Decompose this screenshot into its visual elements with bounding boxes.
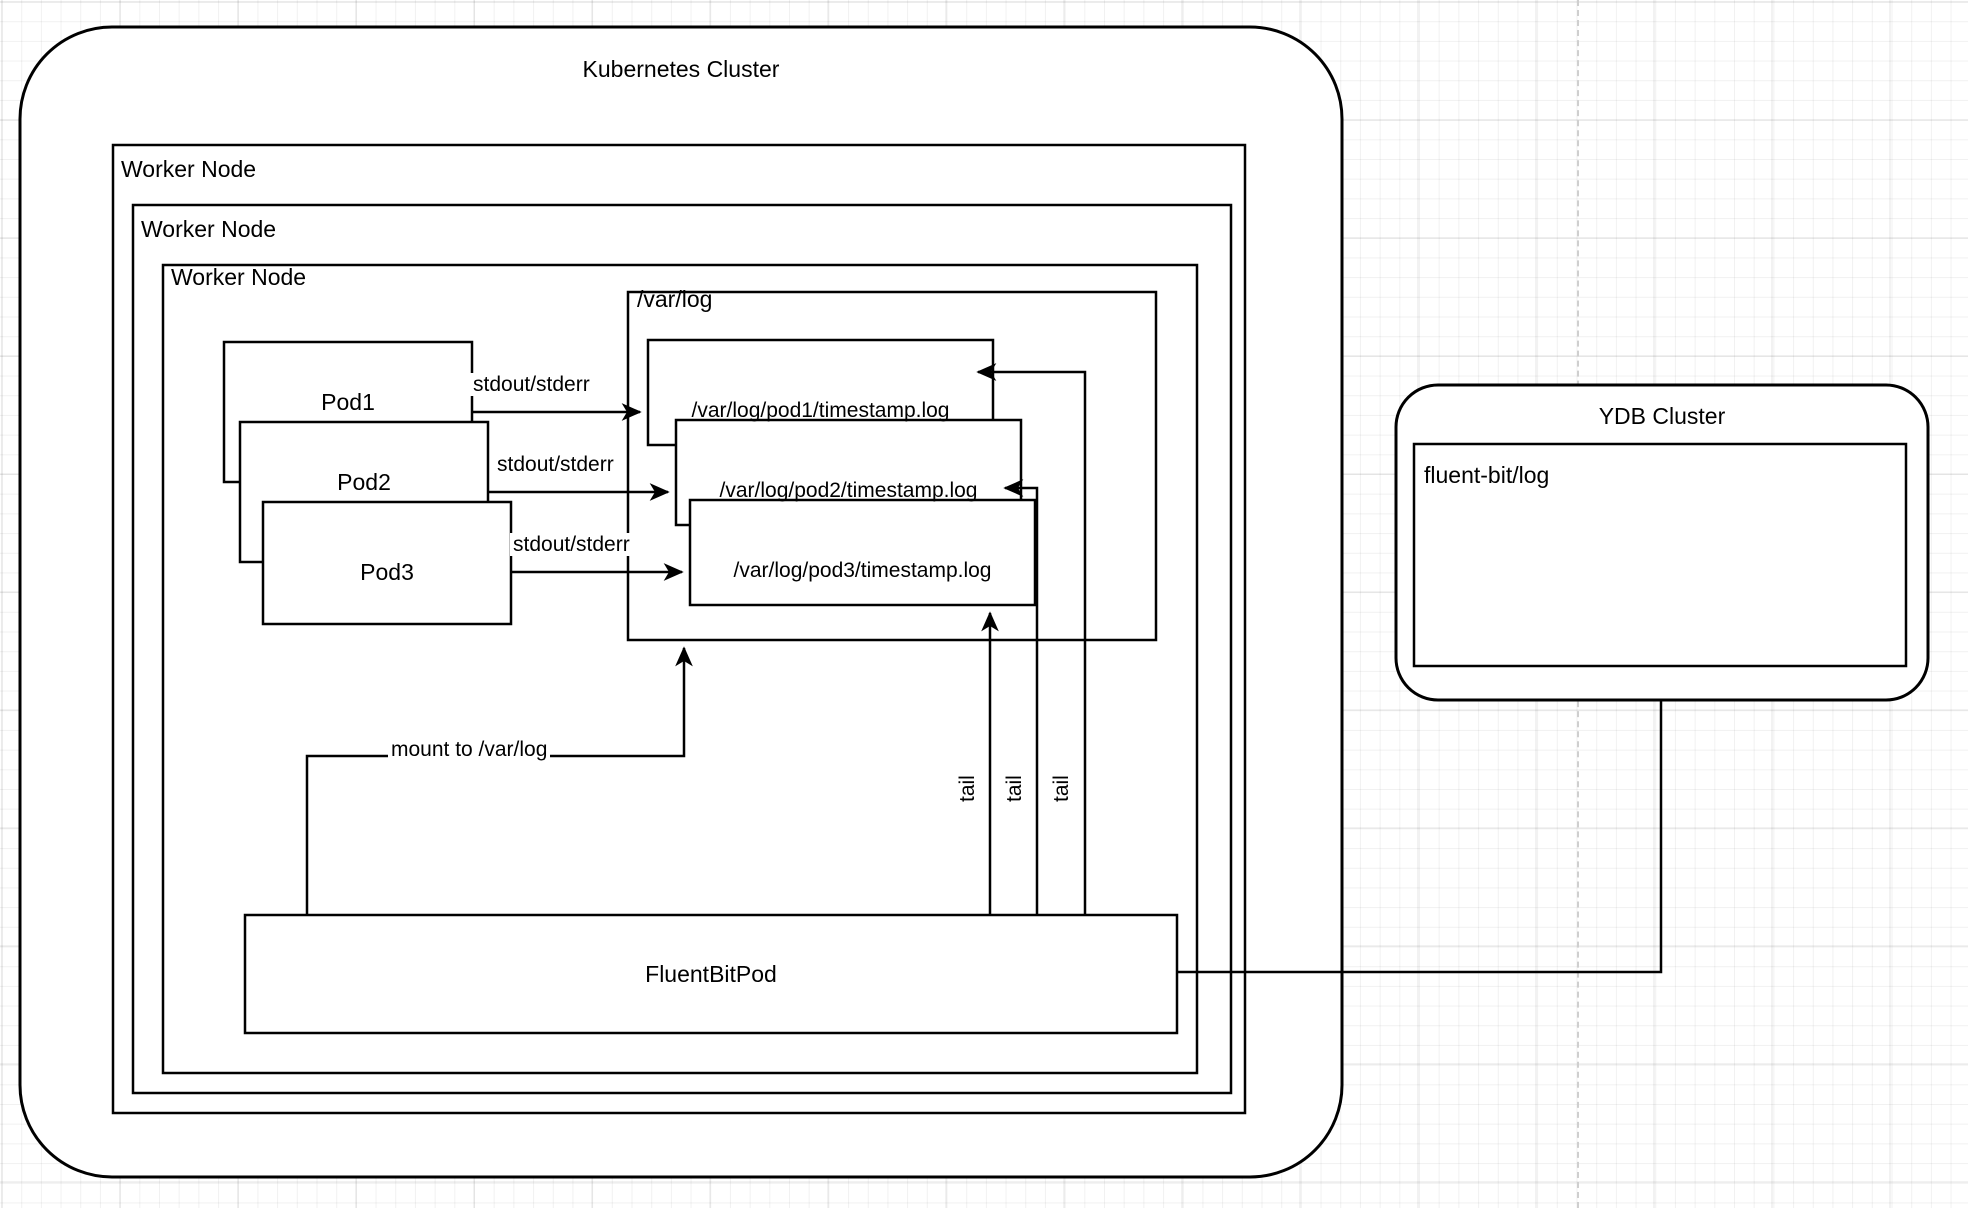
log-file-pod3-label: /var/log/pod3/timestamp.log: [733, 559, 992, 582]
pod-2-label: Pod2: [337, 469, 391, 495]
fluentbitpod-label: FluentBitPod: [645, 961, 777, 987]
pod-3-label: Pod3: [360, 559, 414, 585]
log-file-pod3-box: [688, 498, 1037, 607]
worker-node-3-label: Worker Node: [171, 264, 307, 290]
edge-tail-2: [1003, 479, 1039, 915]
ydb-fluentbit-log-label: fluent-bit/log: [1424, 462, 1550, 488]
edge-label-tail-3: tail: [1050, 772, 1073, 805]
fluentbitpod-box: [243, 913, 1179, 1035]
worker-node-1-label: Worker Node: [121, 156, 257, 182]
log-file-pod2-label: /var/log/pod2/timestamp.log: [719, 479, 978, 502]
edge-label-stdout-stderr-3: stdout/stderr: [510, 533, 633, 556]
edge-label-tail-2: tail: [1003, 772, 1026, 805]
ydb-fluentbit-log-box: [1412, 442, 1908, 668]
worker-node-2-label: Worker Node: [141, 216, 277, 242]
pod-1-label: Pod1: [321, 389, 375, 415]
edge-tail-3: [976, 363, 1087, 915]
pod-3-box: [261, 500, 513, 626]
kubernetes-cluster-title: Kubernetes Cluster: [582, 56, 780, 82]
edge-fluentbit-to-ydb: [1177, 676, 1670, 974]
edge-label-stdout-stderr-1: stdout/stderr: [470, 373, 593, 396]
edge-label-stdout-stderr-2: stdout/stderr: [494, 453, 617, 476]
log-file-pod1-label: /var/log/pod1/timestamp.log: [691, 399, 950, 422]
edge-label-mount-to-varlog: mount to /var/log: [388, 738, 551, 761]
edge-label-tail-1: tail: [956, 772, 979, 805]
ydb-cluster-title: YDB Cluster: [1598, 403, 1726, 429]
varlog-container-label: /var/log: [637, 286, 713, 312]
